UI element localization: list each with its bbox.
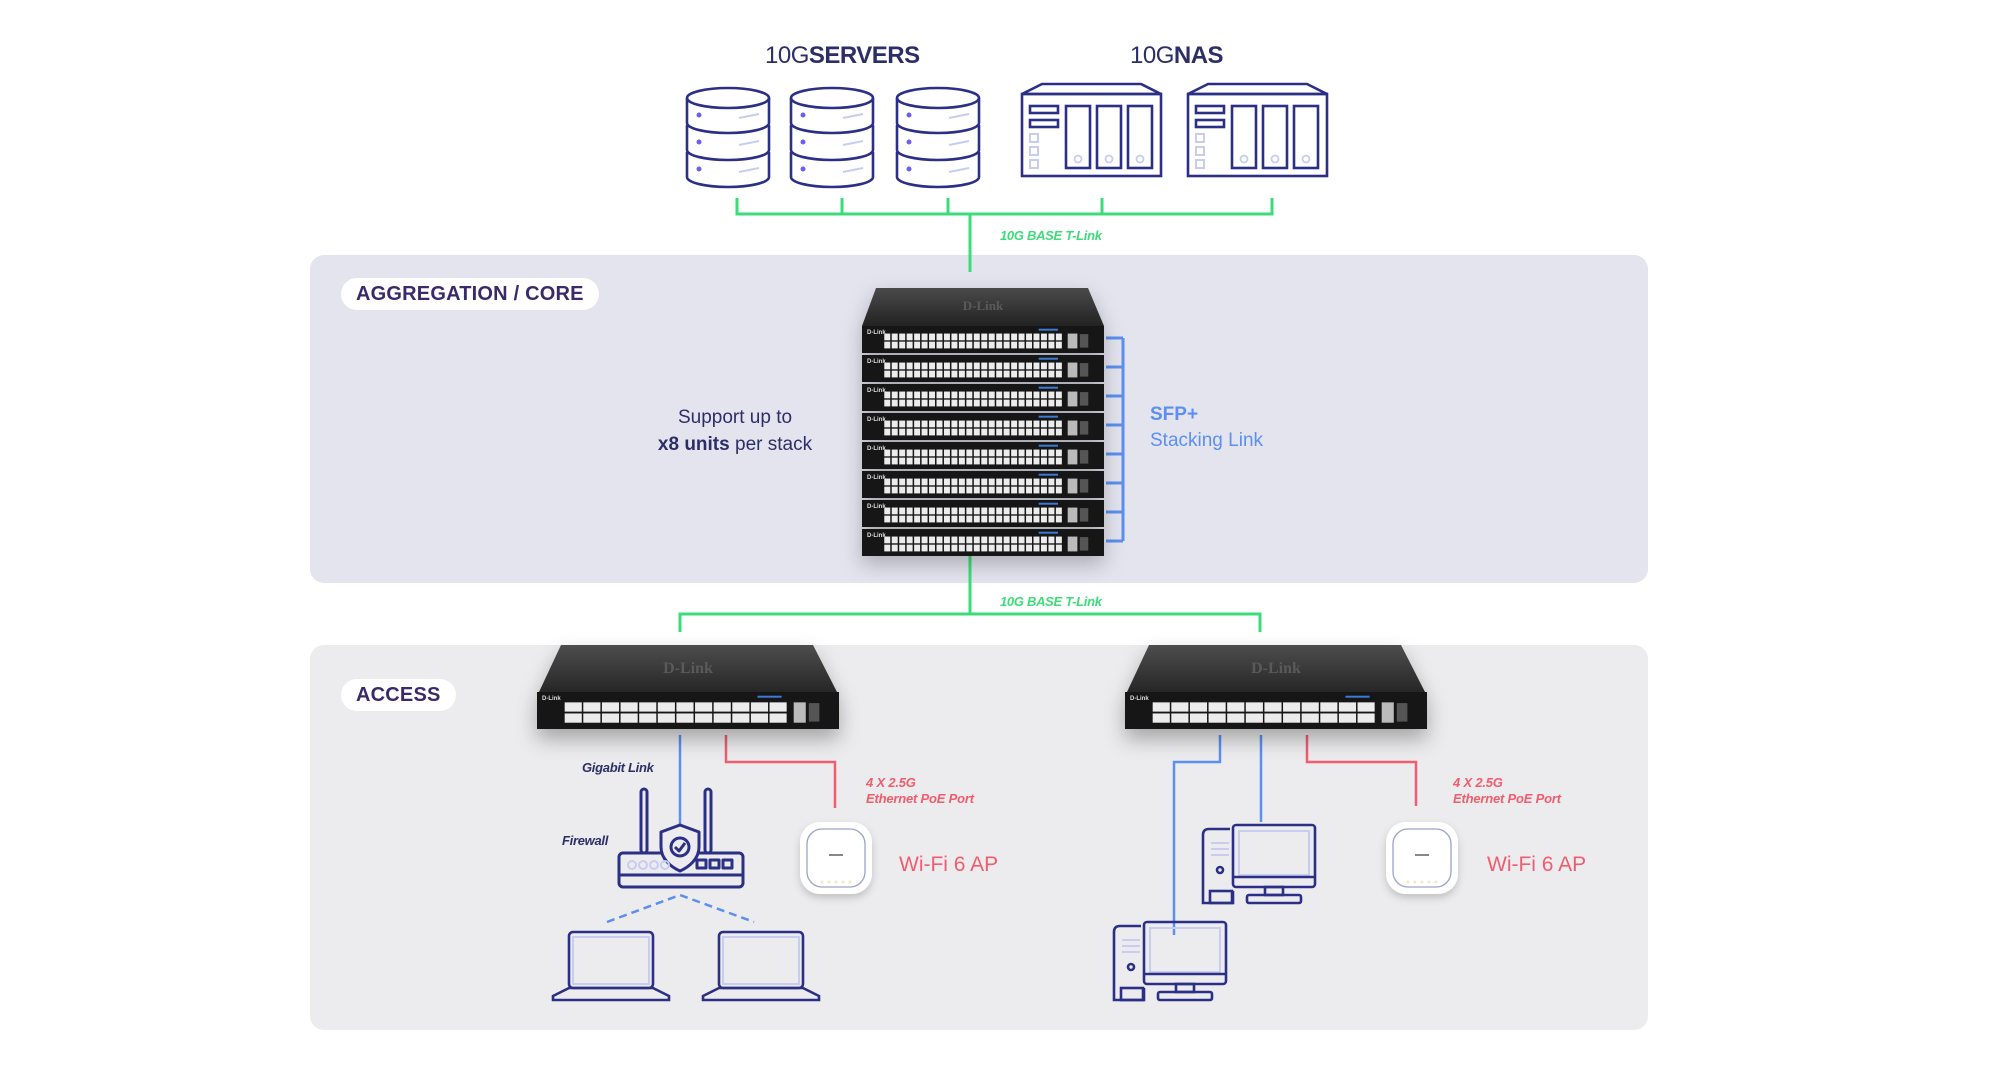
left-access-lines [606,735,837,924]
access-bus-line [678,612,1262,632]
svg-text:D-Link: D-Link [867,475,886,481]
laptop-icon [551,930,671,1002]
stack-switch-unit: D-Link [862,471,1104,498]
core-downlink-label: 10G BASE T-Link [1000,594,1102,609]
firewall-to-laptops-dashed [606,893,755,924]
right-poe-line1: 4 X 2.5G [1453,775,1503,790]
support-line-2: x8 units per stack [640,431,830,458]
stack-support-text: Support up to x8 units per stack [640,404,830,458]
access-label: ACCESS [341,679,456,711]
desktop-computer-icon [1201,823,1317,905]
firewall-label: Firewall [562,833,609,848]
support-bold: x8 units [657,434,730,455]
stack-top-lid: D-Link [862,288,1104,326]
servers-title-prefix: 10G [765,42,809,69]
svg-text:D-Link: D-Link [867,504,886,510]
left-poe-label: 4 X 2.5G Ethernet PoE Port [866,775,974,807]
desktop-computer-icon [1112,920,1228,1002]
right-ap-label: Wi-Fi 6 AP [1487,853,1587,876]
top-uplink-label: 10G BASE T-Link [1000,228,1102,243]
svg-text:D-Link: D-Link [1130,696,1149,702]
svg-text:D-Link: D-Link [867,533,886,539]
laptop-icon [701,930,821,1002]
top-green-bus [735,198,1274,272]
svg-text:D-Link: D-Link [867,446,886,452]
right-wifi6-ap-icon [1386,822,1458,894]
stack-switch-unit: D-Link [862,326,1104,353]
stack-lid-brand: D-Link [963,298,1004,313]
stack-switch-unit: D-Link [862,355,1104,382]
database-server-icon [789,86,875,189]
aggregation-core-label: AGGREGATION / CORE [341,278,599,310]
right-poe-line [1305,735,1418,806]
stack-switch-unit: D-Link [862,384,1104,411]
core-downlink [678,556,1262,632]
nas-title-prefix: 10G [1130,42,1174,69]
svg-text:D-Link: D-Link [867,359,886,365]
stack-switch-unit: D-Link [862,442,1104,469]
top-bus-line [735,198,1274,216]
left-poe-line1: 4 X 2.5G [866,775,916,790]
nas-icon [1186,82,1329,178]
gigabit-link-label: Gigabit Link [582,760,654,775]
right-access-lines [1172,735,1418,935]
stacking-link-subtitle: Stacking Link [1150,430,1264,451]
servers-title: 10GSERVERS [765,42,920,70]
right-poe-line2: Ethernet PoE Port [1453,791,1561,806]
nas-title-bold: NAS [1173,42,1224,69]
stack-switch-unit: D-Link [862,529,1104,556]
database-server-icon [895,86,981,189]
left-poe-line [724,735,837,808]
svg-text:D-Link: D-Link [867,388,886,394]
left-poe-line2: Ethernet PoE Port [866,791,974,806]
sfp-stacking-label: SFP+ Stacking Link [1150,402,1263,454]
support-line-1: Support up to [677,407,793,428]
firewall-router-icon [617,787,745,889]
stacking-bracket-ticks [1106,336,1123,543]
svg-text:D-Link: D-Link [542,696,561,702]
right-poe-label: 4 X 2.5G Ethernet PoE Port [1453,775,1561,807]
database-server-icon [685,86,771,189]
svg-text:D-Link: D-Link [1251,660,1301,677]
nas-title: 10GNAS [1130,42,1224,70]
svg-text:D-Link: D-Link [867,330,886,336]
svg-text:D-Link: D-Link [663,660,713,677]
right-blue-line-1 [1172,735,1222,935]
servers-title-bold: SERVERS [808,42,920,69]
sfp-title: SFP+ [1150,404,1199,425]
left-wifi6-ap-icon [800,822,872,894]
support-rest: per stack [729,434,813,455]
nas-icon [1020,82,1163,178]
left-ap-label: Wi-Fi 6 AP [899,853,999,876]
stack-switch-unit: D-Link [862,413,1104,440]
stack-switch-unit: D-Link [862,500,1104,527]
svg-text:D-Link: D-Link [867,417,886,423]
